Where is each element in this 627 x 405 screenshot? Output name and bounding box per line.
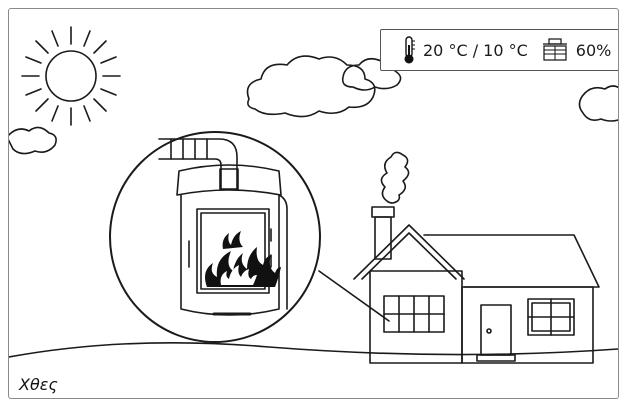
scene-frame: 20 °C / 10 °C 60% Χθες <box>8 8 619 399</box>
cloud-left <box>9 127 56 153</box>
thermometer-icon <box>401 35 417 65</box>
temperature-text: 20 °C / 10 °C <box>423 41 528 60</box>
chimney-smoke <box>381 152 408 203</box>
wood-stove-magnified <box>110 132 320 342</box>
day-caption: Χθες <box>19 375 58 394</box>
weather-info-panel: 20 °C / 10 °C 60% <box>380 29 619 71</box>
humidity-icon <box>540 38 570 62</box>
cloud-right <box>579 86 618 121</box>
humidity-text: 60% <box>576 41 612 60</box>
sun-icon <box>22 27 120 125</box>
house <box>354 152 599 363</box>
ground <box>9 343 618 357</box>
